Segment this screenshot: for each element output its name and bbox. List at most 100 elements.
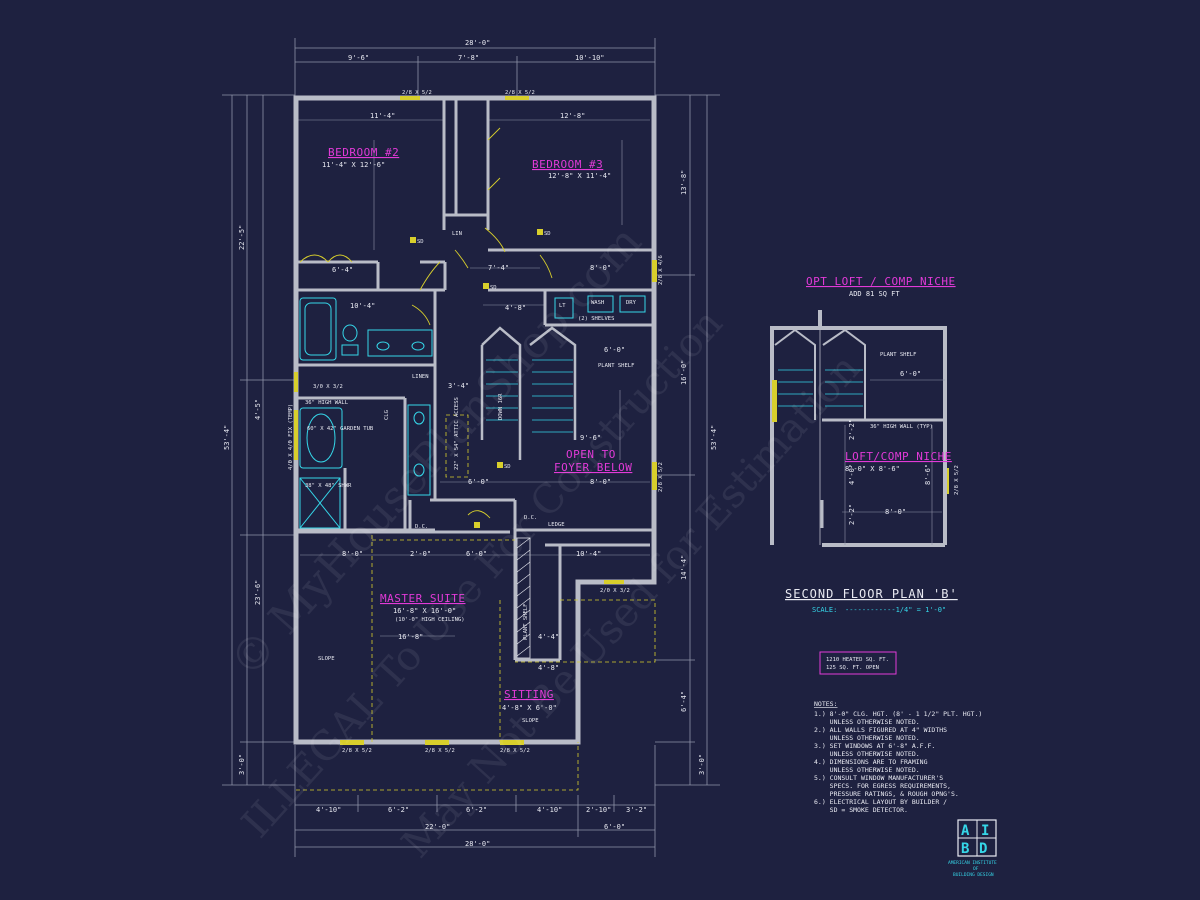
window-label-5: 2/8 X 5/2	[342, 748, 372, 754]
logo-text-1: AMERICAN INSTITUTE	[948, 860, 997, 866]
area-box	[819, 651, 897, 675]
dim-12-8: 12'-8"	[560, 112, 585, 120]
note-line: UNLESS OTHERWISE NOTED.	[814, 766, 920, 774]
loft-niche-size: 8'-0" X 8'-6"	[845, 465, 900, 473]
note-line: 2.) ALL WALLS FIGURED AT 4" WIDTHS	[814, 726, 947, 734]
dim-8-0-c: 8'-0"	[342, 550, 363, 558]
label-slope-1: SLOPE	[318, 656, 335, 662]
dim-4-8: 4'-8"	[505, 304, 526, 312]
master-ceiling-outline	[296, 414, 656, 791]
left-total: 53'-4"	[223, 425, 231, 450]
dim-2-0: 2'-0"	[410, 550, 431, 558]
note-line: 6.) ELECTRICAL LAYOUT BY BUILDER /	[814, 798, 947, 806]
room-open-line2: FOYER BELOW	[554, 461, 632, 474]
smoke-detector-icons	[410, 229, 543, 528]
bath-fixtures	[299, 295, 646, 529]
exterior-walls	[293, 95, 657, 745]
staircase	[480, 326, 577, 460]
bottom-dim-7: 22'-0"	[425, 823, 450, 831]
area-heated: 1210 HEATED SQ. FT.	[826, 657, 889, 663]
left-dim-1: 22'-5"	[238, 225, 246, 250]
left-dim-4: 3'-0"	[238, 754, 246, 775]
bottom-dim-3: 6'-2"	[466, 806, 487, 814]
notes-title: NOTES:	[814, 700, 837, 708]
smoke-detector-icon	[497, 462, 503, 468]
right-dim-2: 16'-0"	[680, 360, 688, 385]
dim-6-4: 6'-4"	[332, 266, 353, 274]
label-plant-shelf-2: PLANT SHELF	[523, 604, 529, 640]
room-sitting: SITTING	[504, 688, 554, 701]
interior-walls	[296, 98, 654, 662]
room-bedroom-3-size: 12'-8" X 11'-4"	[548, 172, 611, 180]
smoke-detector-icon	[537, 229, 543, 235]
dim-6-0-a: 6'-0"	[604, 346, 625, 354]
bottom-dim-6: 3'-2"	[626, 806, 647, 814]
sheet-title: SECOND FLOOR PLAN 'B'	[785, 587, 958, 601]
window-label-3: 2/8 X 4/6	[658, 255, 664, 285]
window-label-11: 2/8 X 5/2	[954, 465, 960, 495]
loft-dim-4: 4'-0"	[848, 464, 856, 485]
dim-8-0-a: 8'-0"	[590, 264, 611, 272]
label-clg: CLG	[384, 410, 390, 420]
label-lin: LIN	[452, 231, 462, 237]
logo-letter-d: D	[979, 841, 987, 857]
area-open: 125 SQ. FT. OPEN	[826, 665, 879, 671]
bottom-dim-8: 6'-0"	[604, 823, 625, 831]
top-dim-3: 10'-10"	[575, 54, 605, 62]
dim-10-4: 10'-4"	[350, 302, 375, 310]
note-line: UNLESS OTHERWISE NOTED.	[814, 750, 920, 758]
plan-text: 28'-0" 9'-6" 7'-8" 10'-10" 4'-10" 6'-2" …	[223, 39, 997, 878]
label-linen: LINEN	[412, 374, 429, 380]
label-dc-2: D.C.	[524, 515, 537, 521]
note-line: 5.) CONSULT WINDOW MANUFACTURER'S	[814, 774, 943, 782]
dim-3-4: 3'-4"	[448, 382, 469, 390]
note-line: 1.) 8'-0" CLG. HGT. (8' - 1 1/2" PLT. HG…	[814, 710, 982, 718]
label-slope-2: SLOPE	[522, 718, 539, 724]
note-line: PRESSURE RATINGS, & ROUGH OPNG'S.	[814, 790, 959, 798]
plant-shelf-hatch	[516, 537, 531, 659]
loft-area: ADD 81 SQ FT	[849, 290, 900, 298]
logo-letter-i: I	[981, 823, 989, 839]
loft-niche: LOFT/COMP NICHE	[845, 450, 952, 463]
smoke-detector-icon	[410, 237, 416, 243]
logo-letter-b: B	[961, 841, 969, 857]
note-line: SD = SMOKE DETECTOR.	[814, 806, 908, 814]
window-label-8: 2/0 X 3/2	[600, 588, 630, 594]
label-down: DOWN 16R	[498, 393, 504, 420]
door-swings	[299, 127, 553, 519]
label-plant-shelf: PLANT SHELF	[598, 363, 634, 369]
loft-plant-shelf: PLANT SHELF	[880, 352, 916, 358]
dim-6-0-c: 6'-0"	[466, 550, 487, 558]
label-high-wall: 36" HIGH WALL	[305, 400, 349, 406]
note-line: SPECS. FOR EGRESS REQUIREMENTS,	[814, 782, 951, 790]
label-ledge: LEDGE	[548, 522, 565, 528]
left-dim-3: 23'-6"	[254, 580, 262, 605]
label-dry: DRY	[626, 300, 637, 306]
window-label-10: 3/0 X 3/2	[313, 384, 343, 390]
label-sd-4: SD	[504, 464, 511, 470]
dim-11-4: 11'-4"	[370, 112, 395, 120]
loft-dim-5: 8'-6"	[924, 464, 932, 485]
note-line: UNLESS OTHERWISE NOTED.	[814, 734, 920, 742]
dim-9-6: 9'-6"	[580, 434, 601, 442]
interior-dimension-lines	[298, 119, 650, 637]
label-shower: 38" X 48" SHWR	[305, 483, 352, 489]
logo-text-2: OF	[973, 866, 979, 872]
room-open-line1: OPEN TO	[566, 448, 616, 461]
room-bedroom-2-size: 11'-4" X 12'-6"	[322, 161, 385, 169]
scale-label: SCALE:	[812, 606, 837, 614]
overall-width-top: 28'-0"	[465, 39, 490, 47]
loft-title: OPT LOFT / COMP NICHE	[806, 275, 956, 288]
label-garden-tub: 60" X 42" GARDEN TUB	[307, 426, 374, 432]
dim-7-4: 7'-4"	[488, 264, 509, 272]
room-master-suite: MASTER SUITE	[380, 592, 465, 605]
loft-high-wall: 36" HIGH WALL (TYP)	[870, 424, 933, 430]
loft-dim-1: 6'-0"	[900, 370, 921, 378]
window-label-7: 2/8 X 5/2	[500, 748, 530, 754]
dim-10-4-b: 10'-4"	[576, 550, 601, 558]
smoke-detector-icon	[474, 522, 480, 528]
dim-6-0-b: 6'-0"	[468, 478, 489, 486]
smoke-detector-icon	[483, 283, 489, 289]
dim-8-0-b: 8'-0"	[590, 478, 611, 486]
